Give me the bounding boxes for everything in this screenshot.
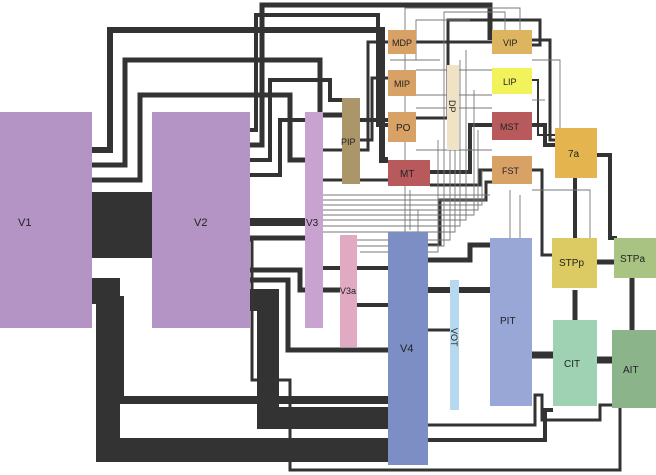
area-v3-label: V3 bbox=[306, 218, 319, 229]
area-7a: 7a bbox=[555, 128, 597, 178]
connection-v2-mt bbox=[250, 2, 493, 148]
area-lip-label: LIP bbox=[503, 77, 517, 87]
area-cit-box bbox=[553, 320, 597, 406]
area-mst: MST bbox=[492, 112, 532, 140]
area-mdp: MDP bbox=[388, 30, 416, 54]
area-v3a: V3a bbox=[340, 235, 357, 347]
area-stpa: STPa bbox=[614, 238, 656, 278]
area-stpp-box bbox=[552, 238, 597, 288]
area-stpa-box bbox=[614, 238, 656, 278]
area-vot-box bbox=[450, 280, 459, 410]
connection-v2-v4 bbox=[250, 289, 390, 429]
area-mip: MIP bbox=[388, 70, 416, 96]
connection-v1-v4 bbox=[90, 278, 390, 462]
connection-v1-v2 bbox=[90, 192, 154, 258]
connection-pip-mip bbox=[360, 76, 388, 142]
connection-vip-7a bbox=[532, 38, 555, 142]
connection-v2-v3-top bbox=[250, 118, 305, 177]
area-v3a-label: V3a bbox=[340, 286, 356, 296]
area-dp-label: DP bbox=[447, 100, 457, 113]
area-lip-box bbox=[492, 68, 532, 94]
area-mt-label: MT bbox=[400, 169, 414, 180]
area-po-box bbox=[388, 112, 416, 142]
area-vot: VOT bbox=[449, 280, 459, 410]
connection-v4-pit-b bbox=[428, 242, 490, 263]
area-v4-box bbox=[388, 232, 428, 465]
area-mip-box bbox=[388, 70, 416, 96]
area-7a-label: 7a bbox=[568, 149, 580, 160]
connection-v1-v3 bbox=[90, 92, 305, 183]
area-pip-label: PIP bbox=[341, 137, 356, 147]
area-vip-label: VIP bbox=[503, 38, 518, 48]
connection-v1-mt bbox=[90, 27, 388, 163]
area-v2: V2 bbox=[152, 112, 250, 328]
area-pip-box bbox=[342, 98, 360, 184]
area-stpa-label: STPa bbox=[620, 254, 645, 265]
area-stpp: STPp bbox=[552, 238, 597, 288]
connection-v1-pip bbox=[90, 57, 342, 168]
area-v3a-box bbox=[340, 235, 357, 347]
area-lip: LIP bbox=[492, 68, 532, 94]
area-dp-box bbox=[447, 65, 459, 150]
area-vot-label: VOT bbox=[449, 328, 459, 347]
area-mip-label: MIP bbox=[394, 79, 410, 89]
area-fst-box bbox=[492, 156, 532, 184]
area-pip: PIP bbox=[341, 98, 360, 184]
area-fst: FST bbox=[492, 156, 532, 184]
connection-v2-po bbox=[250, 13, 388, 132]
area-ait-label: AIT bbox=[623, 365, 639, 376]
area-cit-label: CIT bbox=[564, 359, 580, 370]
connection-lip-7a bbox=[532, 79, 555, 136]
area-cit: CIT bbox=[553, 320, 597, 406]
area-v1: V1 bbox=[0, 112, 92, 328]
area-fst-label: FST bbox=[502, 166, 520, 176]
connection-v2-ait bbox=[250, 238, 622, 472]
area-v2-box bbox=[152, 112, 250, 328]
area-pit: PIT bbox=[490, 238, 532, 406]
area-mst-box bbox=[492, 112, 532, 140]
connection-mt-mst bbox=[430, 123, 492, 174]
connection-7a-stpa bbox=[597, 153, 617, 240]
area-vip-box bbox=[492, 30, 532, 54]
area-mst-label: MST bbox=[500, 122, 520, 132]
area-mt: MT bbox=[388, 160, 430, 186]
area-v4: V4 bbox=[388, 232, 428, 465]
connection-po-vip bbox=[416, 18, 542, 120]
area-v2-label: V2 bbox=[194, 217, 207, 229]
area-pit-box bbox=[490, 238, 532, 406]
area-pit-label: PIT bbox=[500, 316, 516, 327]
area-v3-box bbox=[305, 112, 323, 328]
area-po: PO bbox=[388, 112, 416, 142]
area-mdp-label: MDP bbox=[392, 38, 412, 48]
area-stpp-label: STPp bbox=[559, 258, 584, 269]
area-v1-label: V1 bbox=[18, 217, 31, 229]
connection-v2-pip bbox=[250, 78, 342, 162]
area-v1-box bbox=[0, 112, 92, 328]
connection-lines bbox=[90, 2, 635, 472]
area-mt-box bbox=[388, 160, 430, 186]
area-po-label: PO bbox=[396, 123, 411, 134]
connection-v1-v4-mid bbox=[90, 296, 390, 404]
area-ait-box bbox=[612, 330, 656, 408]
connection-fst-stpp bbox=[532, 168, 552, 257]
area-7a-box bbox=[555, 128, 597, 178]
area-v4-label: V4 bbox=[400, 343, 413, 355]
area-ait: AIT bbox=[612, 330, 656, 408]
area-v3: V3 bbox=[305, 112, 323, 328]
area-vip: VIP bbox=[492, 30, 532, 54]
connection-v4-ait bbox=[428, 393, 612, 427]
area-dp: DP bbox=[447, 65, 459, 150]
connection-v2-v4-b bbox=[250, 277, 390, 353]
connection-v4-cit bbox=[428, 408, 553, 442]
area-mdp-box bbox=[388, 30, 416, 54]
